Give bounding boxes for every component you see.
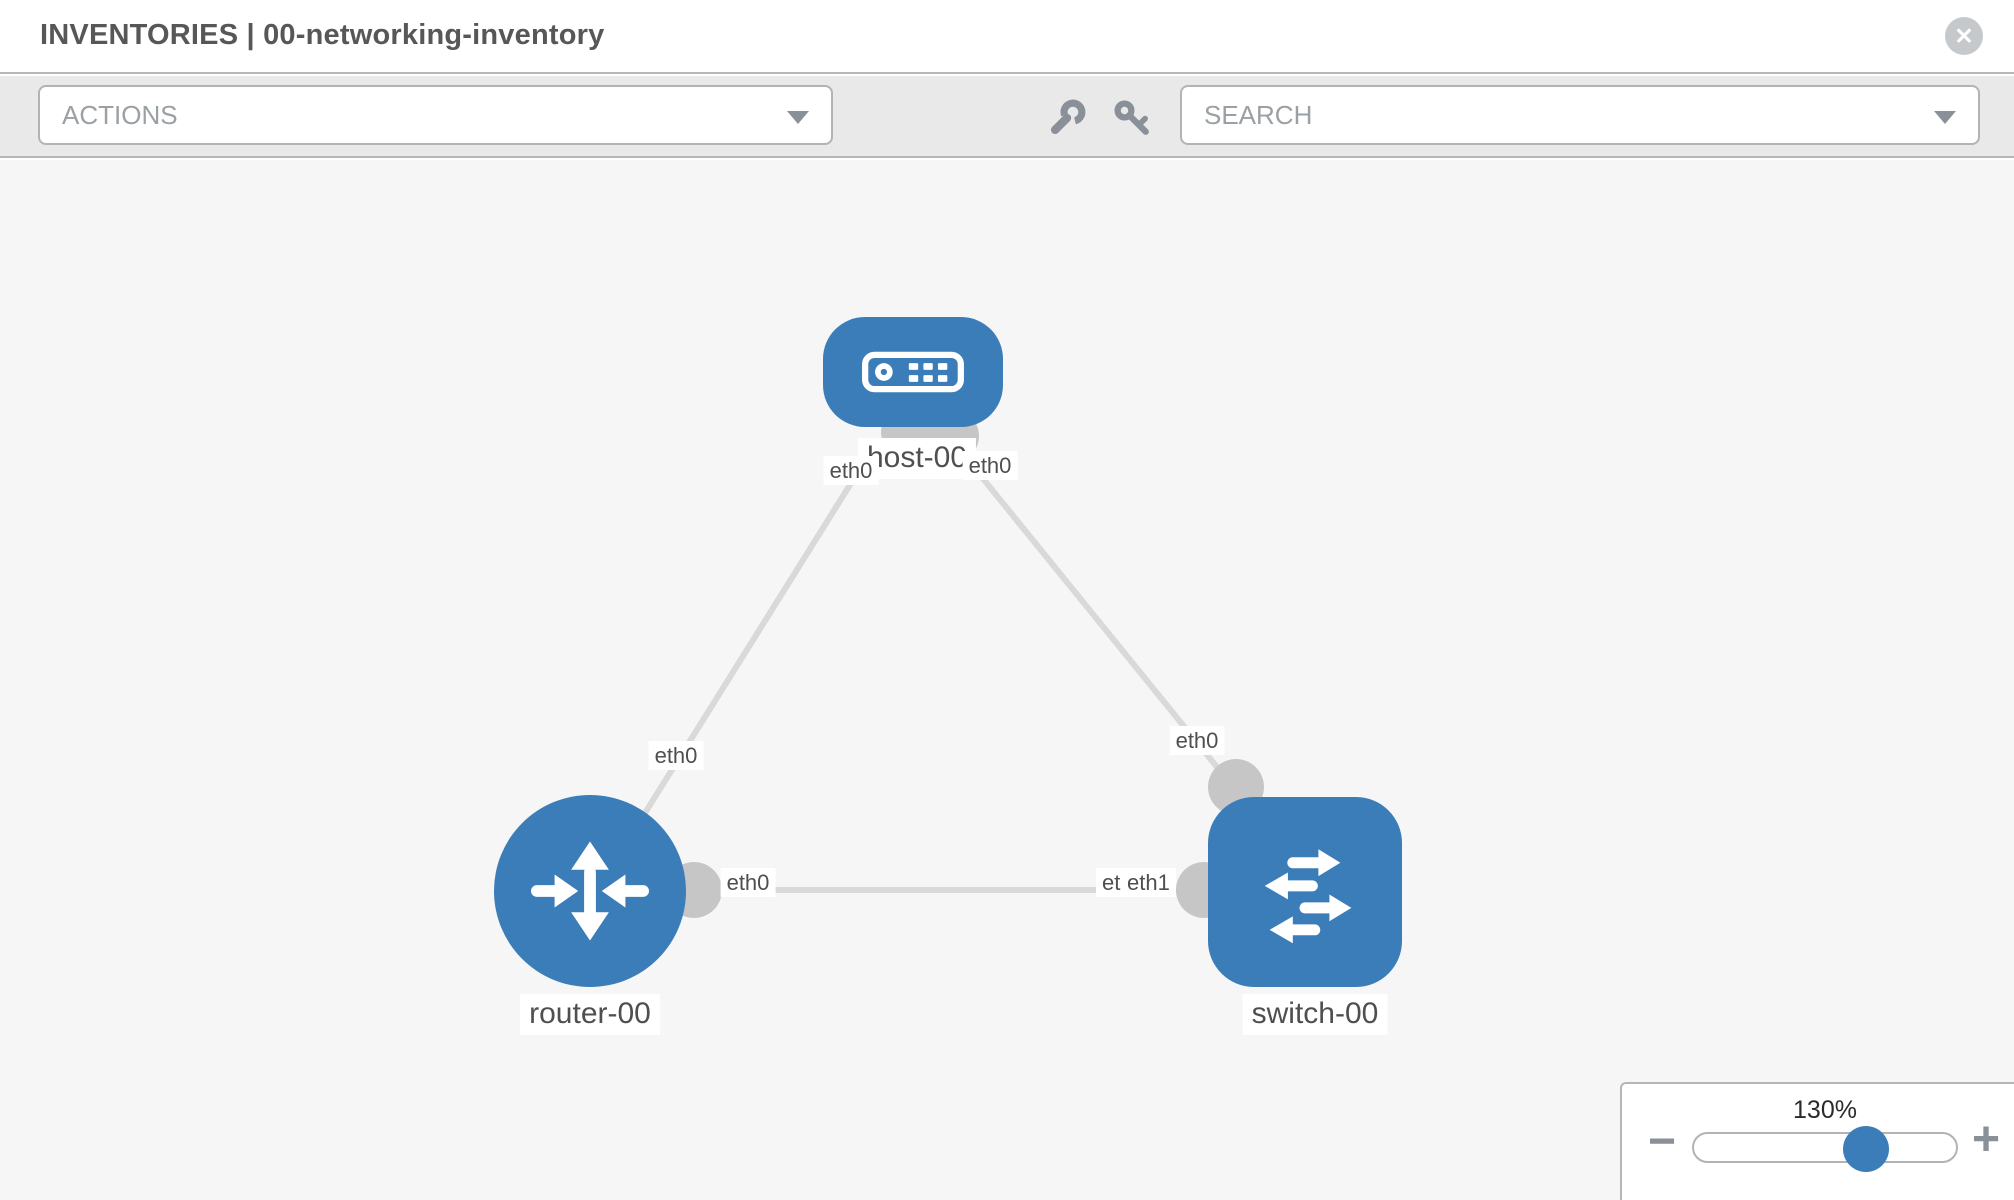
zoom-panel: 130% − +	[1620, 1082, 2014, 1200]
interface-label: eth0	[962, 451, 1018, 481]
node-router-00[interactable]	[494, 795, 686, 987]
plus-icon: +	[1972, 1113, 2001, 1166]
interface-label: eth1	[1121, 868, 1176, 898]
interface-label: eth0	[823, 456, 879, 486]
switch-arrows-icon	[1264, 849, 1352, 944]
zoom-in-button[interactable]: +	[1972, 1116, 2000, 1164]
link-host-router	[597, 438, 881, 887]
zoom-slider-handle[interactable]	[1843, 1126, 1889, 1172]
search-select[interactable]: SEARCH	[1180, 85, 1980, 145]
node-switch-00[interactable]	[1208, 797, 1402, 987]
close-button[interactable]: ✕	[1945, 17, 1983, 55]
interface-label: eth0	[720, 868, 776, 898]
page-title: INVENTORIES | 00-networking-inventory	[40, 19, 605, 51]
server-icon	[862, 351, 964, 393]
node-label-router: router-00	[520, 994, 660, 1035]
close-icon: ✕	[1954, 22, 1974, 49]
zoom-level: 130%	[1793, 1096, 1857, 1124]
page-header: INVENTORIES | 00-networking-inventory ✕	[0, 0, 2014, 74]
router-arrows-icon	[531, 841, 649, 941]
actions-select[interactable]: ACTIONS	[38, 85, 833, 145]
actions-label: ACTIONS	[62, 99, 178, 130]
wrench-icon	[1050, 99, 1086, 135]
interface-label: eth0	[648, 741, 704, 771]
configure-button[interactable]	[1047, 98, 1087, 138]
credentials-button[interactable]	[1112, 98, 1152, 138]
topology-canvas[interactable]	[0, 160, 2014, 1200]
caret-down-icon	[1934, 111, 1956, 124]
toolbar: ACTIONS SEARCH	[0, 76, 2014, 158]
zoom-slider[interactable]	[1692, 1126, 1958, 1172]
search-label: SEARCH	[1204, 99, 1313, 130]
node-host-00[interactable]	[823, 317, 1003, 427]
key-icon	[1114, 100, 1149, 135]
zoom-out-button[interactable]: −	[1648, 1118, 1676, 1166]
interface-label: eth0	[1169, 726, 1225, 756]
minus-icon: −	[1648, 1115, 1677, 1168]
node-label-switch: switch-00	[1242, 994, 1388, 1035]
caret-down-icon	[787, 111, 809, 124]
